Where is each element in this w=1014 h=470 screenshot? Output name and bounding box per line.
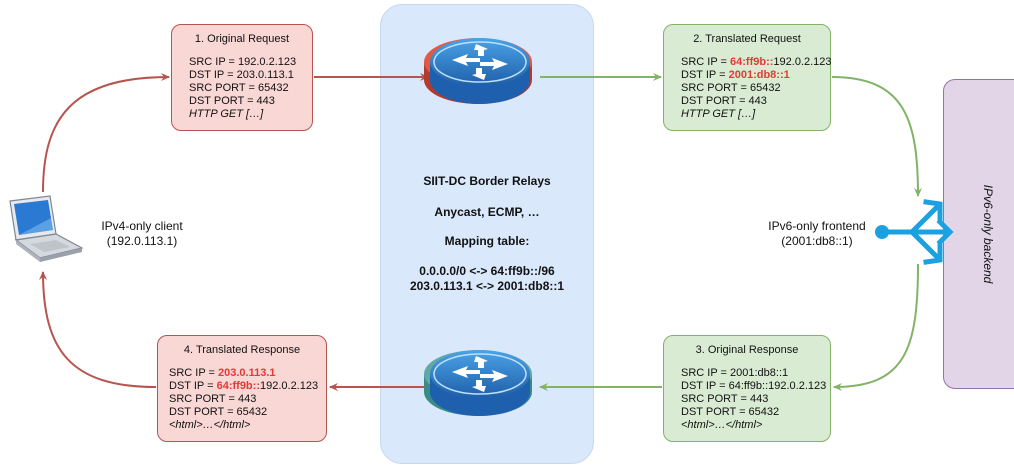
mapping-row-1: 0.0.0.0/0 <-> 64:ff9b::/96 xyxy=(419,264,555,278)
payload: HTTP GET […] xyxy=(189,108,264,120)
translated-response-box: 4. Translated Response SRC IP = 203.0.11… xyxy=(157,335,327,442)
src-ip: SRC IP = 64:ff9b::192.0.2.123 xyxy=(681,56,832,68)
client-label: IPv4-only client (192.0.113.1) xyxy=(101,219,183,248)
box-title: 2. Translated Request xyxy=(693,33,801,45)
translated-request-box: 2. Translated Request SRC IP = 64:ff9b::… xyxy=(663,24,832,131)
ipv6-backend xyxy=(943,79,1014,389)
box-title: 1. Original Request xyxy=(194,33,290,45)
dst-ip: DST IP = 203.0.113.1 xyxy=(189,69,294,81)
src-port: SRC PORT = 443 xyxy=(169,393,257,405)
translated-prefix: 64:ff9b:: xyxy=(730,56,774,68)
dst-port: DST PORT = 443 xyxy=(681,95,767,107)
src-port: SRC PORT = 443 xyxy=(681,393,769,405)
src-ip: SRC IP = 203.0.113.1 xyxy=(169,367,276,379)
src-ip: SRC IP = 2001:db8::1 xyxy=(681,367,789,379)
router-icon xyxy=(424,38,532,104)
translated-address: 2001:db8::1 xyxy=(728,69,790,81)
laptop-icon xyxy=(9,195,84,262)
arrow-frontend-to-response xyxy=(833,263,919,391)
mapping-row-2: 203.0.113.1 <-> 2001:db8::1 xyxy=(409,279,565,293)
box-title: 3. Original Response xyxy=(695,344,799,356)
translated-address: 203.0.113.1 xyxy=(218,367,276,379)
payload: <html>…</html> xyxy=(681,419,763,431)
dst-ip: DST IP = 64:ff9b::192.0.2.123 xyxy=(169,380,319,392)
dst-port: DST PORT = 443 xyxy=(189,95,275,107)
load-balancer-icon xyxy=(875,199,954,265)
src-port: SRC PORT = 65432 xyxy=(189,82,289,94)
dst-port: DST PORT = 65432 xyxy=(169,406,268,418)
original-request-box: 1. Original Request SRC IP = 192.0.2.123… xyxy=(171,24,313,131)
arrow-response-to-client xyxy=(39,271,157,388)
relay-title: SIIT-DC Border Relays xyxy=(423,174,551,188)
arrow-request-to-frontend xyxy=(831,76,922,197)
frontend-label: IPv6-only frontend (2001:db8::1) xyxy=(768,219,866,248)
translated-prefix: 64:ff9b:: xyxy=(216,380,260,392)
payload: <html>…</html> xyxy=(169,419,251,431)
payload: HTTP GET […] xyxy=(681,108,756,120)
mapping-table-title: Mapping table: xyxy=(444,234,530,248)
relay-subtitle: Anycast, ECMP, … xyxy=(434,205,540,219)
dst-ip: DST IP = 64:ff9b::192.0.2.123 xyxy=(681,380,827,392)
dst-ip: DST IP = 2001:db8::1 xyxy=(681,69,790,81)
box-title: 4. Translated Response xyxy=(183,344,301,356)
router-icon xyxy=(424,350,532,416)
arrow-client-to-request xyxy=(42,73,170,193)
original-response-box: 3. Original Response SRC IP = 2001:db8::… xyxy=(663,335,831,442)
src-ip: SRC IP = 192.0.2.123 xyxy=(189,56,297,68)
src-port: SRC PORT = 65432 xyxy=(681,82,781,94)
dst-port: DST PORT = 65432 xyxy=(681,406,780,418)
